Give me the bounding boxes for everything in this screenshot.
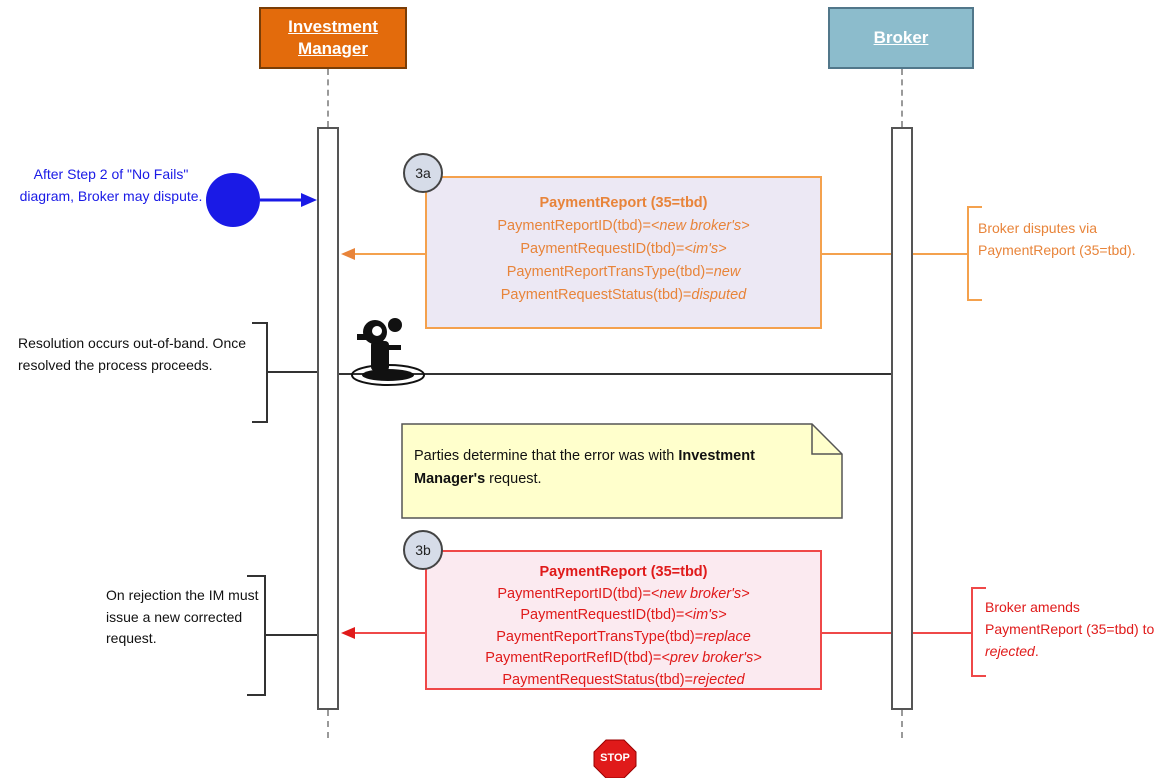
red-side-note: Broker amends PaymentReport (35=tbd) to … (985, 596, 1161, 662)
message-3b-line-2-key: PaymentRequestID(tbd)= (520, 607, 685, 623)
message-3b-line-5-value: rejected (693, 671, 745, 688)
stop-sign-icon (593, 739, 637, 778)
message-3b-line-4: PaymentReportRefID(tbd)=<prev broker's> (427, 648, 820, 670)
message-3b-box: PaymentReport (35=tbd) PaymentReportID(t… (425, 550, 822, 690)
red-side-note-italic: rejected (985, 643, 1035, 659)
step-3a-label: 3a (415, 165, 431, 181)
red-note-bracket (971, 587, 986, 677)
message-3a-line-2-key: PaymentRequestID(tbd)= (520, 241, 685, 257)
message-3a-line-2: PaymentRequestID(tbd)=<im's> (427, 238, 820, 261)
message-3a-line-1-value: <new broker's> (650, 218, 750, 234)
message-3a-line-1-key: PaymentReportID(tbd)= (497, 218, 651, 234)
msg-3b-arrow-head (341, 627, 355, 639)
message-3b-line-2: PaymentRequestID(tbd)=<im's> (427, 605, 820, 627)
message-3b-line-2-value: <im's> (684, 607, 727, 623)
message-3b-line-4-key: PaymentReportRefID(tbd)= (485, 650, 662, 666)
message-3b-line-3-key: PaymentReportTransType(tbd)= (496, 628, 704, 645)
step-3b-badge: 3b (403, 530, 443, 570)
determination-note-shape (401, 423, 843, 519)
msg-3a-arrow-head (341, 248, 355, 260)
im-lifeline-bottom (327, 710, 329, 738)
message-3a-box: PaymentReport (35=tbd) PaymentReportID(t… (425, 176, 822, 329)
actor-broker-label: Broker (873, 28, 929, 47)
resolution-bracket (252, 322, 268, 423)
start-circle-icon (206, 173, 260, 227)
start-note: After Step 2 of "No Fails" diagram, Brok… (19, 166, 203, 204)
message-3a-line-4-key: PaymentRequestStatus(tbd)= (500, 287, 692, 303)
red-side-note-prefix: Broker amends PaymentReport (35=tbd) to (985, 599, 1155, 637)
message-3a-line-1: PaymentReportID(tbd)=<new broker's> (427, 215, 820, 238)
start-arrow-head (301, 193, 317, 207)
message-3a-line-2-value: <im's> (684, 241, 727, 257)
determination-note-bold: Investment Manager's (414, 448, 755, 487)
rejection-note: On rejection the IM must issue a new cor… (106, 587, 259, 646)
determination-note-prefix: Parties determine that the error was wit… (414, 448, 679, 464)
stop-sign-label: STOP (600, 752, 630, 764)
actor-broker: Broker (828, 7, 974, 69)
phone-person-icon (351, 318, 425, 386)
actor-investment-manager-label: Investment Manager (288, 17, 378, 58)
message-3b-title: PaymentReport (35=tbd) (539, 564, 708, 580)
broker-lifeline-top (901, 69, 903, 127)
orange-note-bracket (967, 206, 982, 301)
message-3b-line-3-value: replace (703, 628, 751, 645)
message-3a-title: PaymentReport (35=tbd) (539, 195, 708, 211)
message-3b-line-5-key: PaymentRequestStatus(tbd)= (502, 671, 694, 688)
step-3b-label: 3b (415, 542, 431, 558)
determination-note-text: Parties determine that the error was wit… (414, 445, 824, 491)
actor-investment-manager: Investment Manager (259, 7, 407, 69)
message-3b-line-5: PaymentRequestStatus(tbd)=rejected (427, 670, 820, 692)
im-activation-bar (317, 127, 339, 710)
step-3a-badge: 3a (403, 153, 443, 193)
message-3a-line-3: PaymentReportTransType(tbd)=new (427, 261, 820, 284)
message-3b-line-4-value: <prev broker's> (661, 650, 762, 666)
message-3b-line-1-key: PaymentReportID(tbd)= (497, 585, 651, 602)
message-3b-line-1: PaymentReportID(tbd)=<new broker's> (427, 584, 820, 606)
message-3a-line-4: PaymentRequestStatus(tbd)=disputed (427, 284, 820, 307)
broker-lifeline-bottom (901, 710, 903, 738)
message-3b-line-3: PaymentReportTransType(tbd)=replace (427, 627, 820, 649)
broker-activation-bar (891, 127, 913, 710)
red-side-note-suffix: . (1034, 643, 1039, 659)
im-lifeline-top (327, 69, 329, 127)
orange-side-note: Broker disputes via PaymentReport (35=tb… (978, 220, 1136, 258)
determination-note-fold (811, 424, 842, 455)
message-3a-line-3-value: new (713, 264, 741, 280)
message-3b-line-1-value: <new broker's> (650, 585, 750, 602)
message-3a-line-4-value: disputed (691, 287, 747, 303)
resolution-note: Resolution occurs out-of-band. Once reso… (18, 335, 247, 373)
message-3a-line-3-key: PaymentReportTransType(tbd)= (506, 264, 714, 280)
determination-note-suffix: request. (485, 471, 542, 487)
